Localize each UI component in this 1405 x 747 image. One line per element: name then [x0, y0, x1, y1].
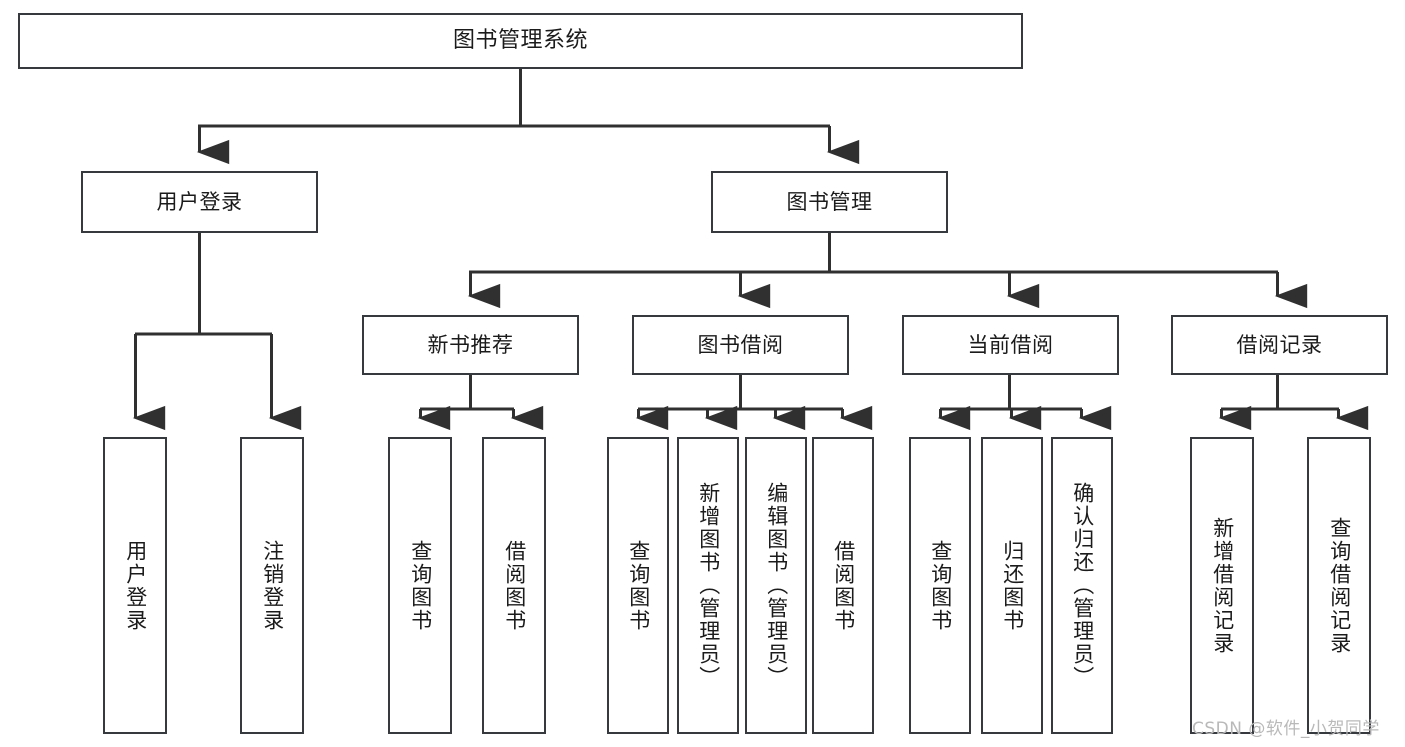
leaf-leaf-rec-add[interactable]: 新增借阅记录 [1190, 437, 1254, 734]
node-book-manage[interactable]: 图书管理 [711, 171, 948, 233]
node-label: 借阅图书 [502, 539, 527, 632]
node-label: 新增借阅记录 [1210, 516, 1235, 655]
node-label: 查询借阅记录 [1327, 516, 1352, 655]
leaf-leaf-cur-query[interactable]: 查询图书 [909, 437, 971, 734]
leaf-leaf-rec-search[interactable]: 查询借阅记录 [1307, 437, 1371, 734]
leaf-leaf-user-logout[interactable]: 注销登录 [240, 437, 304, 734]
node-label: 归还图书 [1000, 539, 1025, 632]
leaf-leaf-borrow-query[interactable]: 查询图书 [607, 437, 669, 734]
node-label: 新增图书（管理员） [696, 482, 721, 689]
node-new-book-rec[interactable]: 新书推荐 [362, 315, 579, 375]
node-label: 图书管理 [786, 189, 873, 214]
leaf-leaf-user-login[interactable]: 用户登录 [103, 437, 167, 734]
node-label: 借阅记录 [1236, 332, 1323, 357]
node-borrow-record[interactable]: 借阅记录 [1171, 315, 1388, 375]
csdn-watermark: CSDN @软件_小贺同学 [1192, 719, 1380, 739]
leaf-leaf-borrow-lend[interactable]: 借阅图书 [812, 437, 874, 734]
node-label: 查询图书 [408, 539, 433, 632]
leaf-leaf-cur-confirm[interactable]: 确认归还（管理员） [1051, 437, 1113, 734]
leaf-leaf-rec-query[interactable]: 查询图书 [388, 437, 452, 734]
node-label: 用户登录 [123, 539, 148, 632]
node-label: 注销登录 [260, 539, 285, 632]
leaf-leaf-cur-return[interactable]: 归还图书 [981, 437, 1043, 734]
node-label: 图书管理系统 [452, 28, 588, 54]
node-label: 确认归还（管理员） [1070, 482, 1095, 689]
node-label: 用户登录 [156, 189, 243, 214]
node-label: 当前借阅 [967, 332, 1054, 357]
node-user-login[interactable]: 用户登录 [81, 171, 318, 233]
node-book-borrow[interactable]: 图书借阅 [632, 315, 849, 375]
node-label: 查询图书 [928, 539, 953, 632]
node-label: 编辑图书（管理员） [764, 482, 789, 689]
node-label: 新书推荐 [427, 332, 514, 357]
node-label: 查询图书 [626, 539, 651, 632]
leaf-leaf-rec-borrow[interactable]: 借阅图书 [482, 437, 546, 734]
node-root[interactable]: 图书管理系统 [18, 13, 1023, 69]
node-label: 借阅图书 [831, 539, 856, 632]
leaf-leaf-borrow-edit[interactable]: 编辑图书（管理员） [745, 437, 807, 734]
node-current-borrow[interactable]: 当前借阅 [902, 315, 1119, 375]
leaf-leaf-borrow-add[interactable]: 新增图书（管理员） [677, 437, 739, 734]
node-label: 图书借阅 [697, 332, 784, 357]
